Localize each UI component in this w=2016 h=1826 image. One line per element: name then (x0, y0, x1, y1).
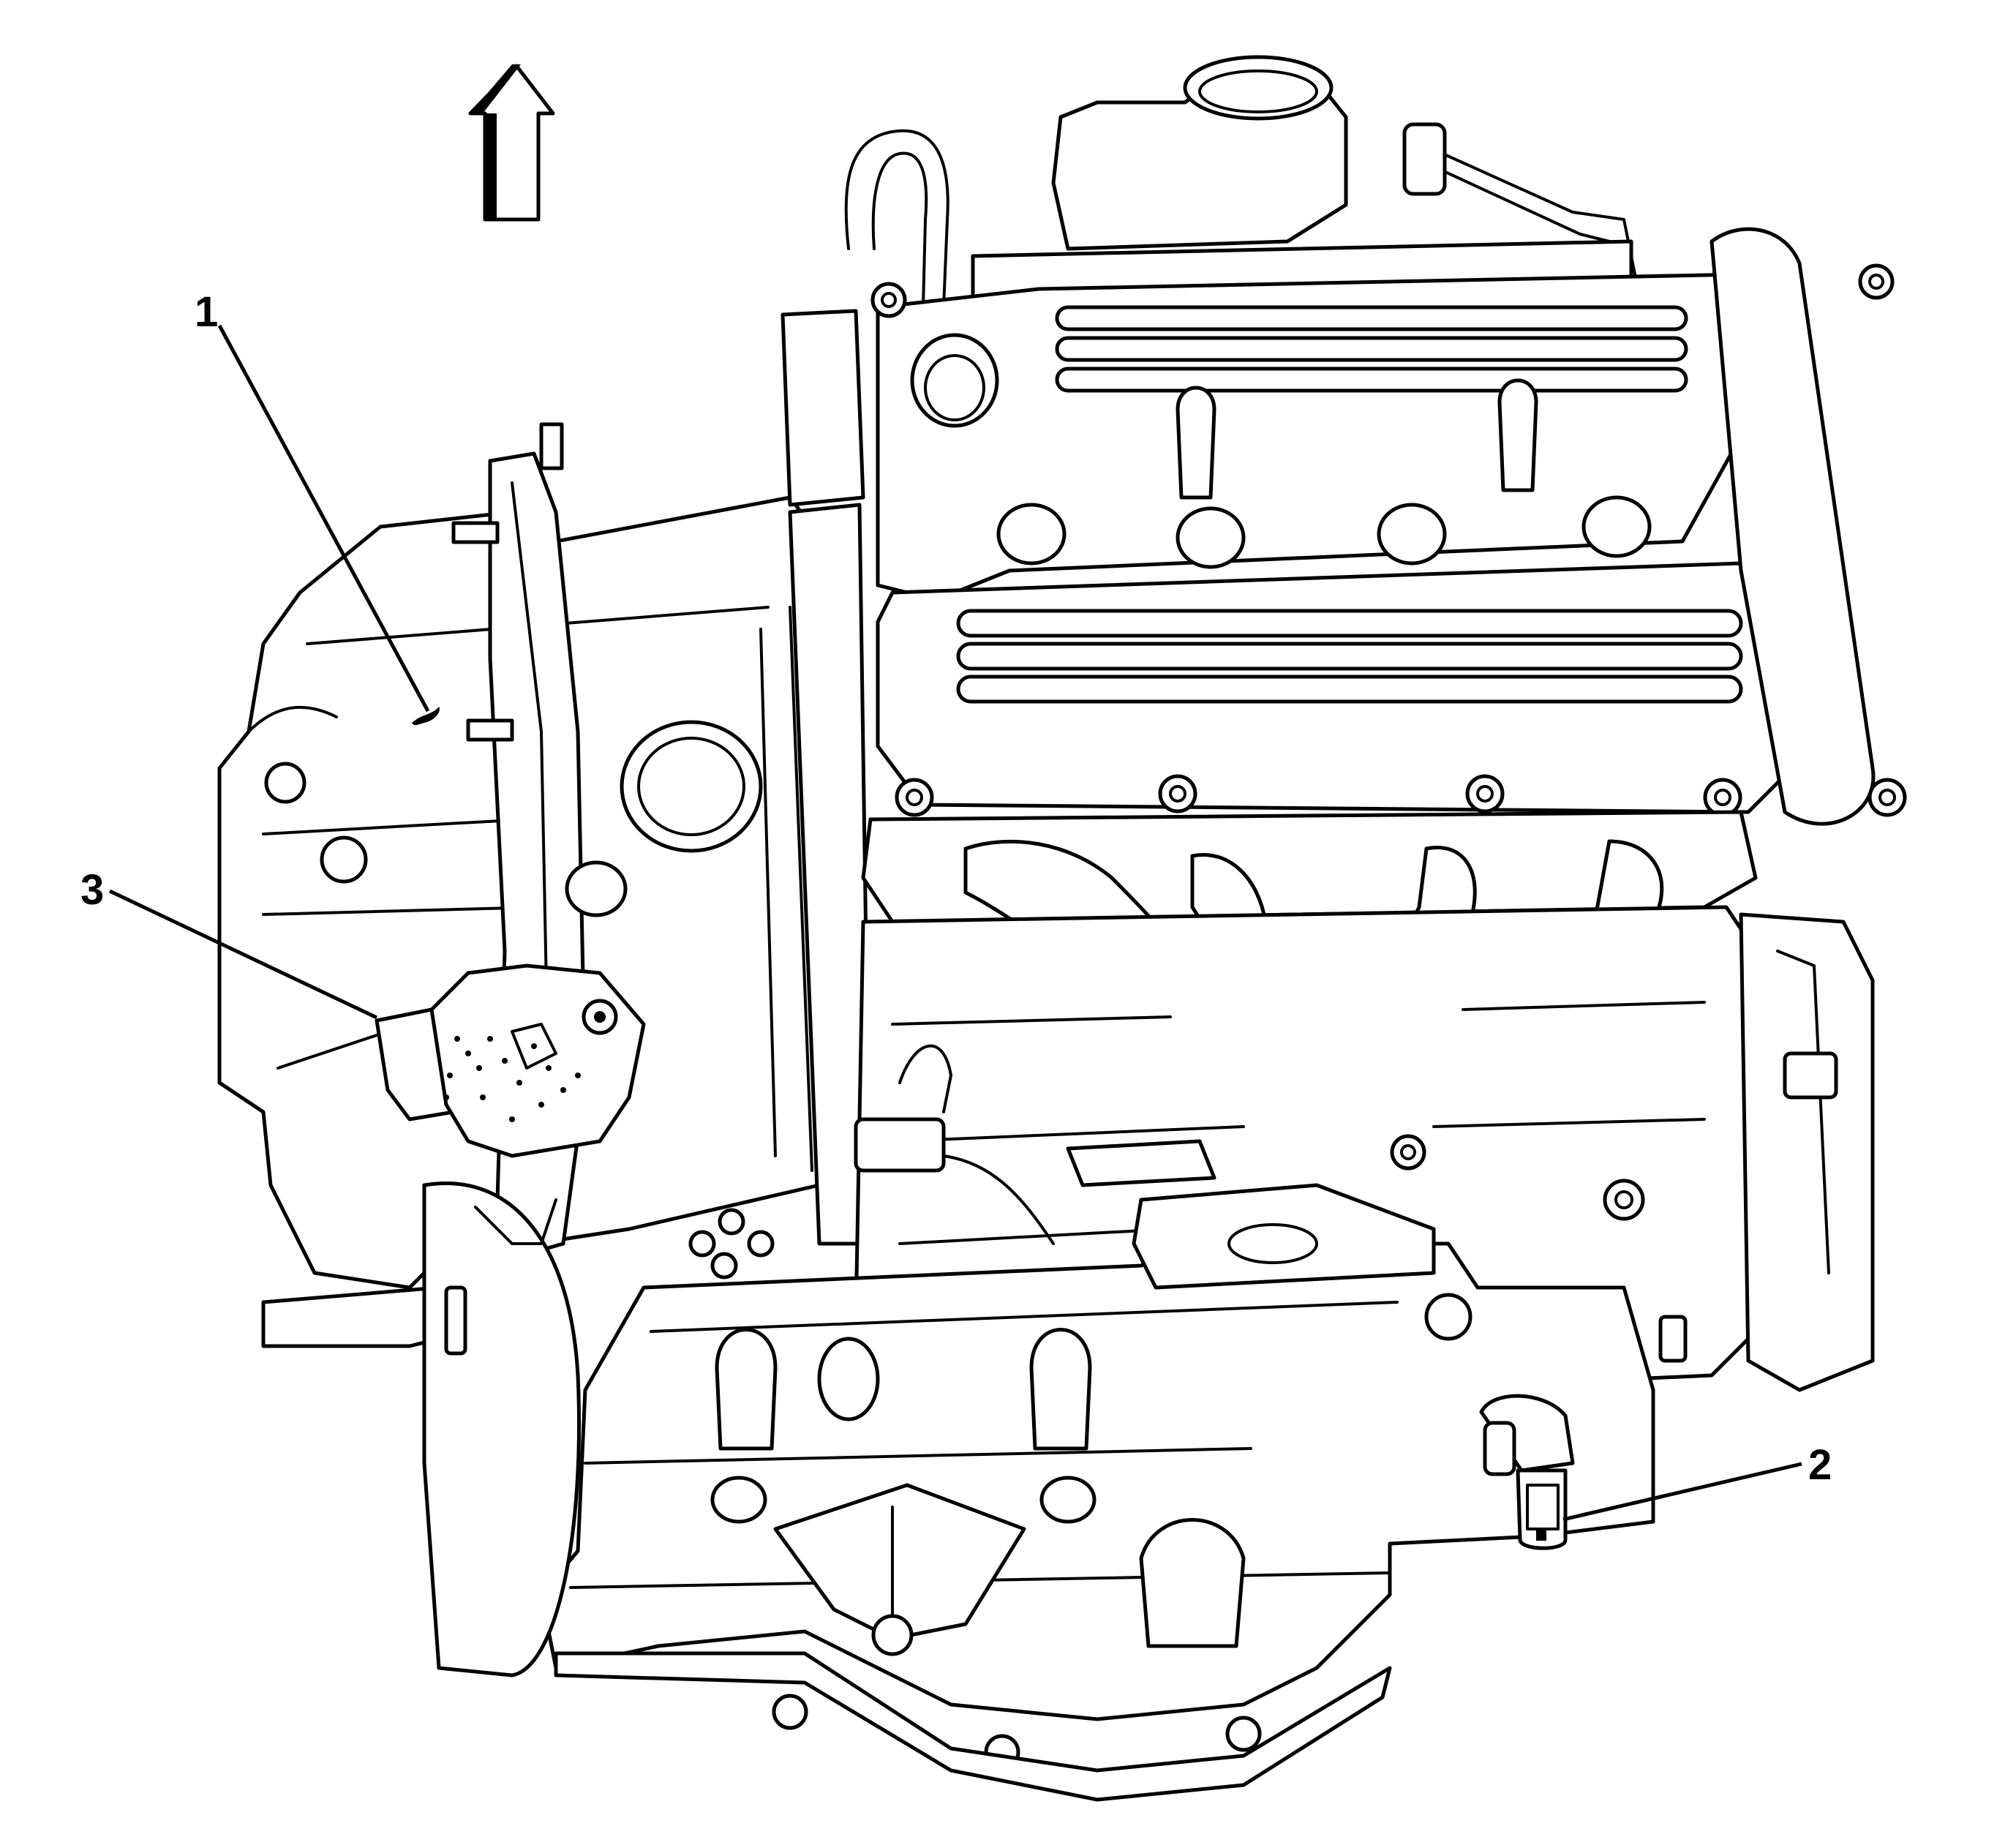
leader-line-1 (217, 324, 430, 713)
sensor-component (1479, 1394, 1575, 1550)
leader-line-2 (1562, 1462, 1802, 1522)
cylinder-head (781, 55, 1907, 1246)
oil-pan (422, 1181, 1688, 1802)
transmission-range-switch (375, 963, 646, 1158)
callout-label-3: 3 (80, 866, 105, 914)
transmission-housing (217, 422, 843, 1348)
bolt-row (870, 263, 1907, 817)
leader-line-3 (108, 889, 378, 1020)
up-arrow-icon (468, 64, 555, 222)
callout-label-1: 1 (195, 288, 219, 336)
callout-label-2: 2 (1808, 1441, 1832, 1489)
leader-1-end-mark (412, 707, 440, 726)
